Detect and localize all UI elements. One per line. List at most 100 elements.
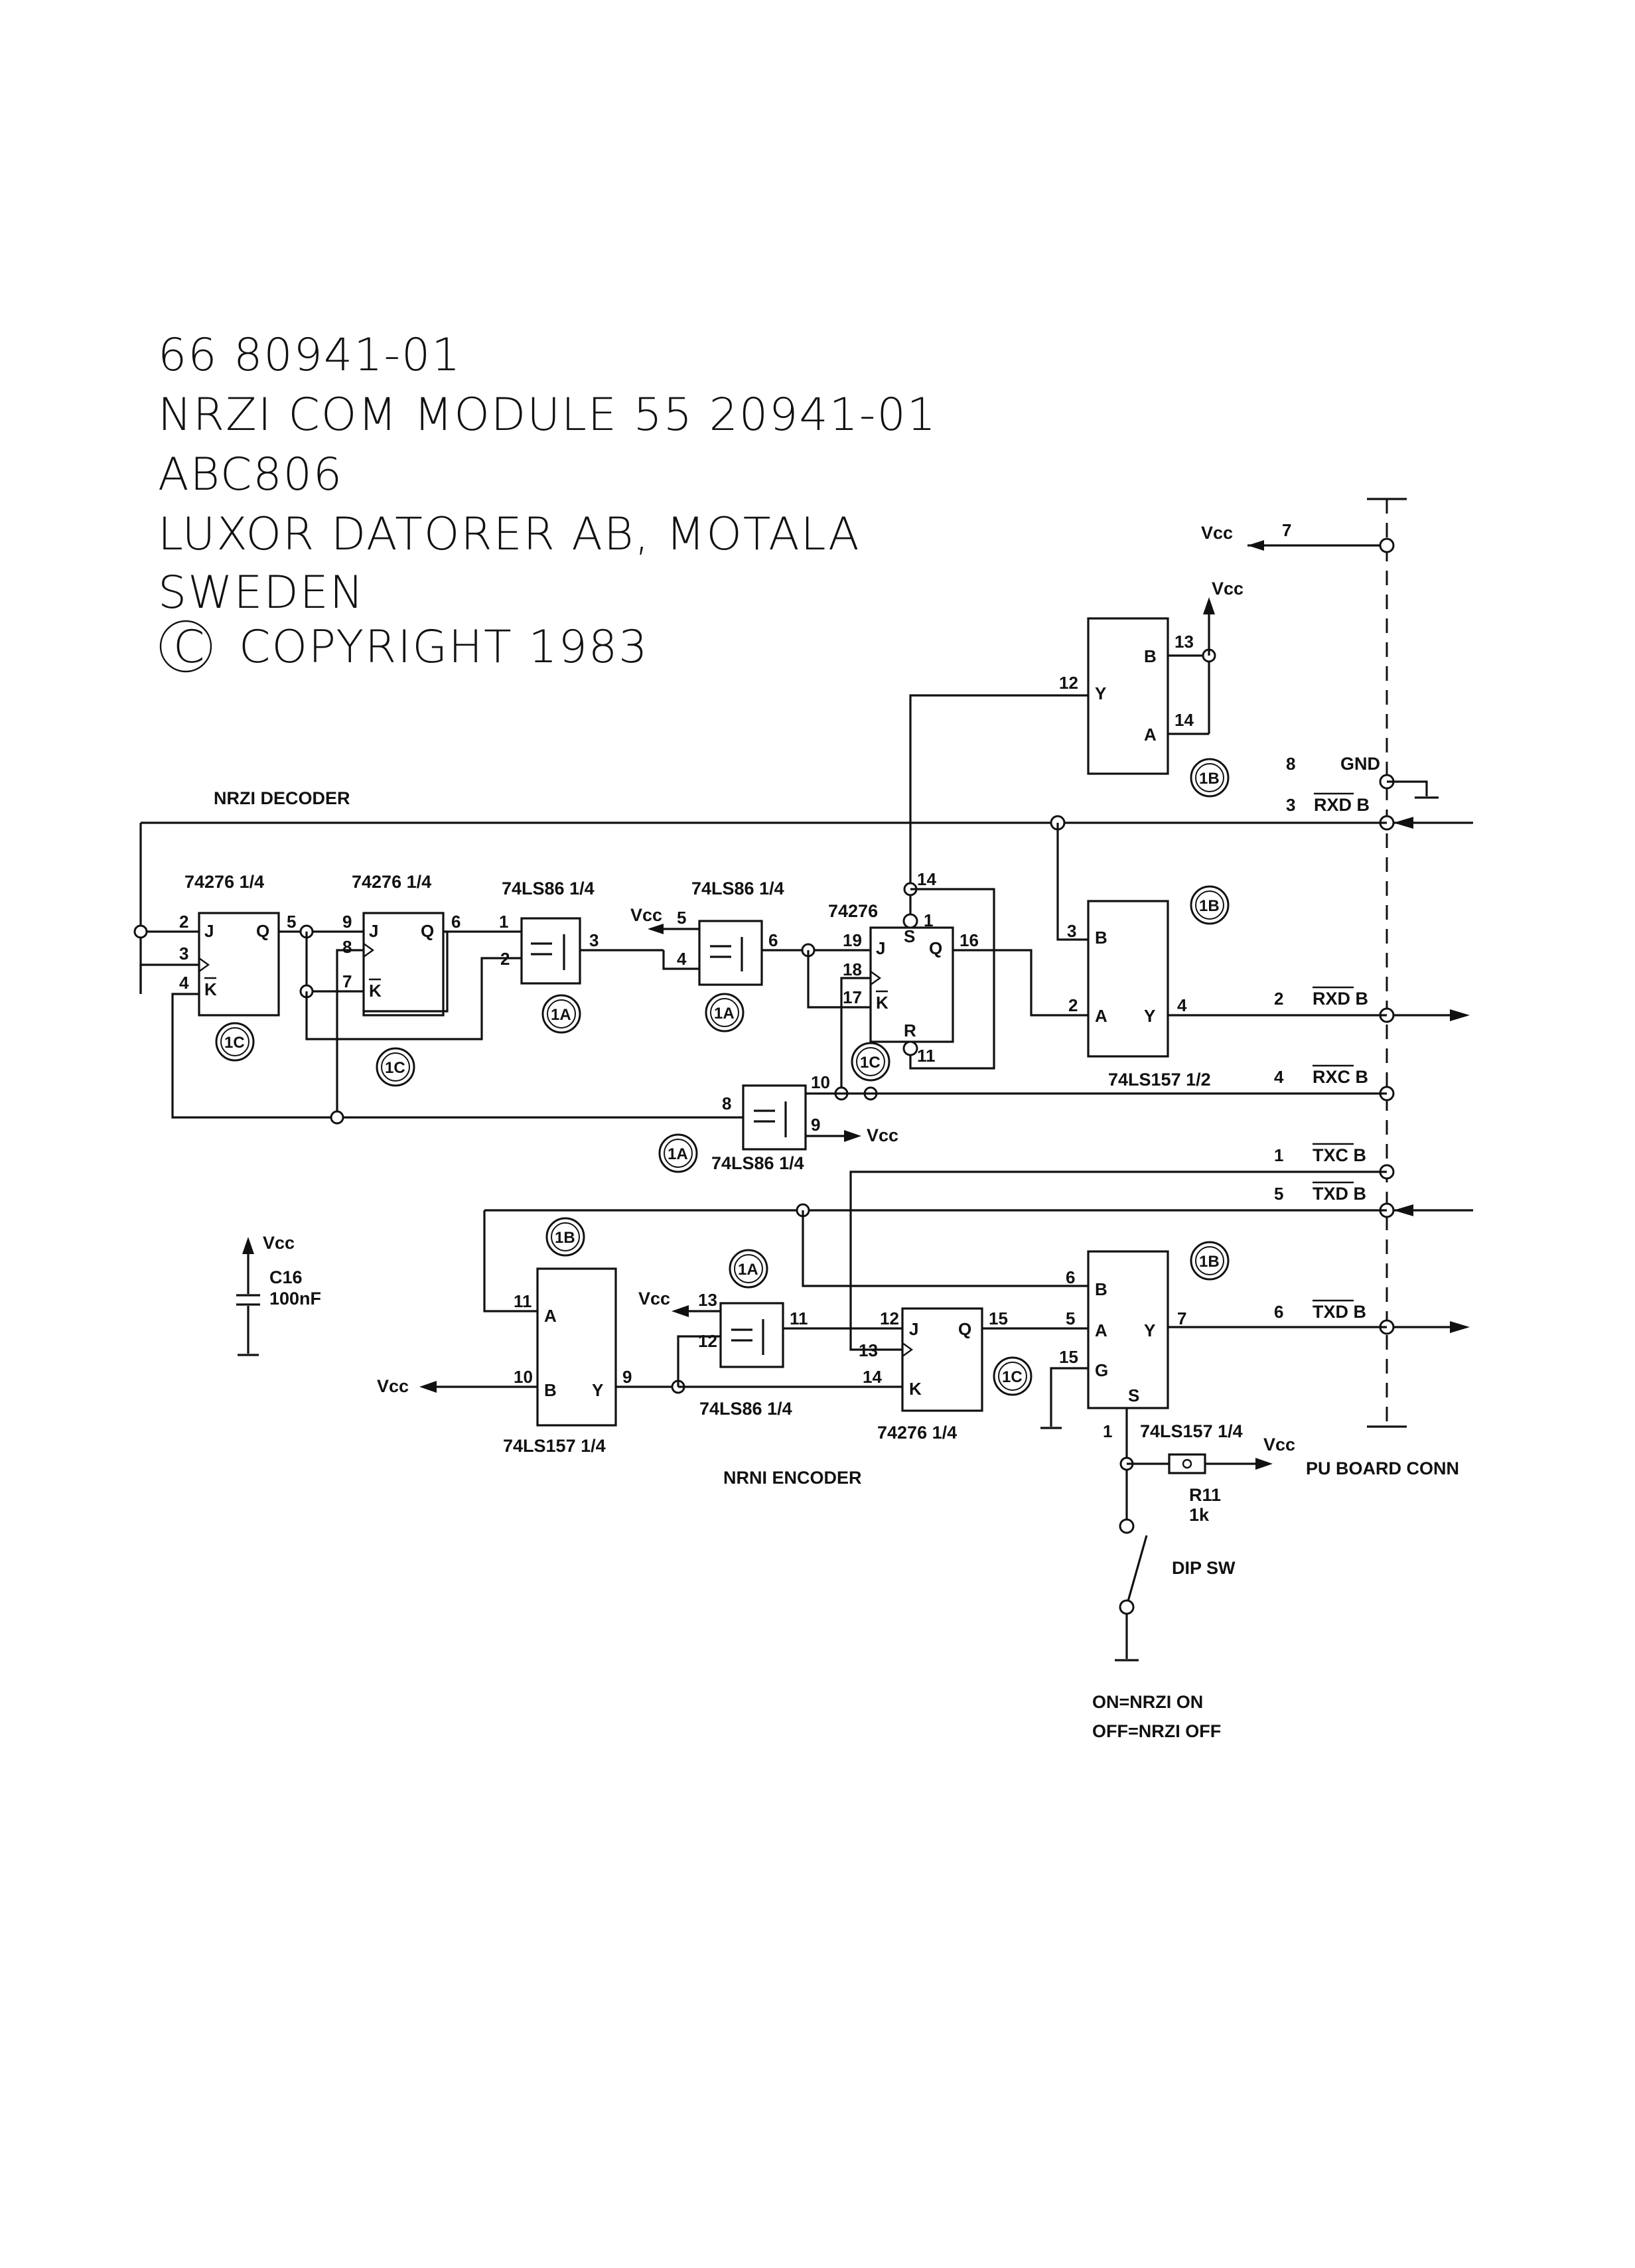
module-name: NRZI COM MODULE 55 20941-01: [158, 389, 937, 441]
pu-board-connector: Vcc 7 8 GND 3 RXD B 2 RXD B 4 RXC B 1 TX…: [1201, 498, 1473, 1478]
svg-text:1A: 1A: [738, 1261, 758, 1279]
svg-text:1A: 1A: [551, 1006, 571, 1024]
svg-text:1A: 1A: [714, 1005, 735, 1023]
svg-text:74LS157 1/4: 74LS157 1/4: [503, 1436, 606, 1456]
svg-text:J: J: [369, 921, 378, 941]
svg-text:11: 11: [917, 1046, 936, 1066]
svg-text:3: 3: [1067, 921, 1076, 941]
xor-gate-3: [742, 1084, 807, 1151]
arrow-in-icon: [1393, 817, 1413, 829]
mux-1b-top: B A Y 13 14 12 Vcc 1B: [909, 579, 1244, 889]
svg-text:74LS86 1/4: 74LS86 1/4: [502, 879, 595, 898]
svg-text:A: A: [1144, 725, 1157, 744]
svg-text:Vcc: Vcc: [1263, 1435, 1295, 1454]
copyright-text: COPYRIGHT 1983: [239, 621, 648, 673]
nrzi-decoder: 74276 1/4 J Q K 2 3 4 5 74276 1/4 J Q K …: [133, 815, 1387, 1173]
svg-text:Q: Q: [421, 921, 434, 941]
mux-encoder: [536, 1267, 617, 1427]
svg-text:74LS157 1/2: 74LS157 1/2: [1108, 1070, 1211, 1090]
svg-text:4: 4: [677, 949, 687, 969]
svg-text:7: 7: [342, 971, 352, 991]
svg-text:1: 1: [1103, 1421, 1112, 1441]
conn-pin-7: 7: [1282, 520, 1291, 540]
svg-text:11: 11: [514, 1291, 532, 1311]
svg-text:12: 12: [880, 1309, 899, 1328]
svg-text:3: 3: [179, 944, 188, 963]
svg-text:3: 3: [589, 930, 599, 950]
svg-text:1C: 1C: [1002, 1368, 1023, 1386]
encoder-section-label: NRNI ENCODER: [723, 1468, 862, 1488]
vcc-label: Vcc: [1212, 579, 1244, 599]
svg-text:74276 1/4: 74276 1/4: [184, 872, 264, 892]
svg-text:1B: 1B: [1199, 1253, 1220, 1271]
svg-text:Vcc: Vcc: [867, 1125, 898, 1145]
svg-text:G: G: [1095, 1360, 1108, 1380]
svg-text:S: S: [1128, 1385, 1139, 1405]
svg-text:1C: 1C: [224, 1034, 245, 1052]
svg-text:2: 2: [1068, 995, 1078, 1015]
conn-txd-out-label: TXD B: [1313, 1302, 1366, 1322]
svg-text:B: B: [1095, 1279, 1107, 1299]
svg-text:1C: 1C: [860, 1054, 881, 1072]
svg-text:5: 5: [287, 912, 296, 932]
svg-text:1B: 1B: [1199, 897, 1220, 915]
company-name: LUXOR DATORER AB, MOTALA: [158, 508, 861, 561]
conn-rxd-out-label: RXD B: [1313, 989, 1368, 1009]
drawing-number: 66 80941-01: [158, 329, 462, 382]
svg-text:8: 8: [722, 1094, 731, 1113]
svg-text:9: 9: [622, 1367, 632, 1387]
svg-text:13: 13: [1174, 632, 1194, 652]
conn-vcc-label: Vcc: [1201, 523, 1233, 543]
conn-rxd-in-label: RXD B: [1314, 795, 1370, 815]
svg-text:R11: R11: [1189, 1485, 1221, 1505]
svg-text:9: 9: [811, 1115, 820, 1135]
svg-text:K: K: [204, 979, 217, 999]
conn-pin-2: 2: [1274, 989, 1283, 1009]
conn-pin-5: 5: [1274, 1184, 1283, 1204]
svg-text:J: J: [204, 921, 214, 941]
svg-text:19: 19: [843, 930, 862, 950]
mux-tx: [1087, 1250, 1169, 1409]
flip-flop-2: [362, 912, 445, 1017]
svg-text:J: J: [909, 1319, 918, 1339]
svg-text:14: 14: [917, 869, 936, 889]
svg-text:Q: Q: [256, 921, 269, 941]
svg-text:8: 8: [342, 937, 352, 957]
svg-text:S: S: [904, 926, 915, 946]
svg-text:10: 10: [811, 1072, 830, 1092]
svg-text:10: 10: [514, 1367, 533, 1387]
title-block: 66 80941-01 NRZI COM MODULE 55 20941-01 …: [158, 329, 937, 673]
copyright-symbol: C: [173, 621, 206, 673]
nrzi-encoder: Vcc C16 100nF A B Y 11 10 9 Vcc 1B 74LS1…: [236, 1170, 1387, 1741]
mux-rx: [1087, 900, 1169, 1058]
svg-text:1B: 1B: [555, 1229, 575, 1247]
xor-gate-2: [698, 920, 763, 986]
svg-text:74276 1/4: 74276 1/4: [352, 872, 431, 892]
svg-text:7: 7: [1177, 1309, 1186, 1328]
svg-text:K: K: [876, 993, 889, 1013]
svg-text:Q: Q: [929, 938, 942, 958]
svg-text:A: A: [1095, 1320, 1107, 1340]
svg-text:12: 12: [1059, 673, 1078, 693]
flip-flop-encoder: [901, 1307, 983, 1412]
svg-text:1: 1: [499, 912, 508, 932]
svg-text:Vcc: Vcc: [630, 905, 662, 925]
svg-text:Y: Y: [1144, 1006, 1155, 1026]
svg-text:A: A: [1095, 1006, 1107, 1026]
flip-flop-1: [198, 912, 280, 1017]
svg-text:4: 4: [179, 973, 189, 993]
svg-text:11: 11: [790, 1309, 808, 1328]
svg-text:B: B: [1144, 646, 1157, 666]
svg-text:R: R: [904, 1021, 916, 1040]
svg-text:A: A: [544, 1306, 557, 1326]
svg-text:C16: C16: [269, 1267, 303, 1287]
conn-gnd-label: GND: [1340, 754, 1380, 774]
svg-text:Y: Y: [592, 1380, 603, 1400]
conn-txd-in-label: TXD B: [1313, 1184, 1366, 1204]
svg-text:B: B: [544, 1380, 557, 1400]
svg-text:74LS86 1/4: 74LS86 1/4: [699, 1399, 792, 1419]
svg-text:6: 6: [451, 912, 461, 932]
resistor-icon: [1168, 1453, 1206, 1474]
svg-text:ON=NRZI ON: ON=NRZI ON: [1092, 1692, 1203, 1712]
svg-text:1A: 1A: [668, 1145, 688, 1163]
